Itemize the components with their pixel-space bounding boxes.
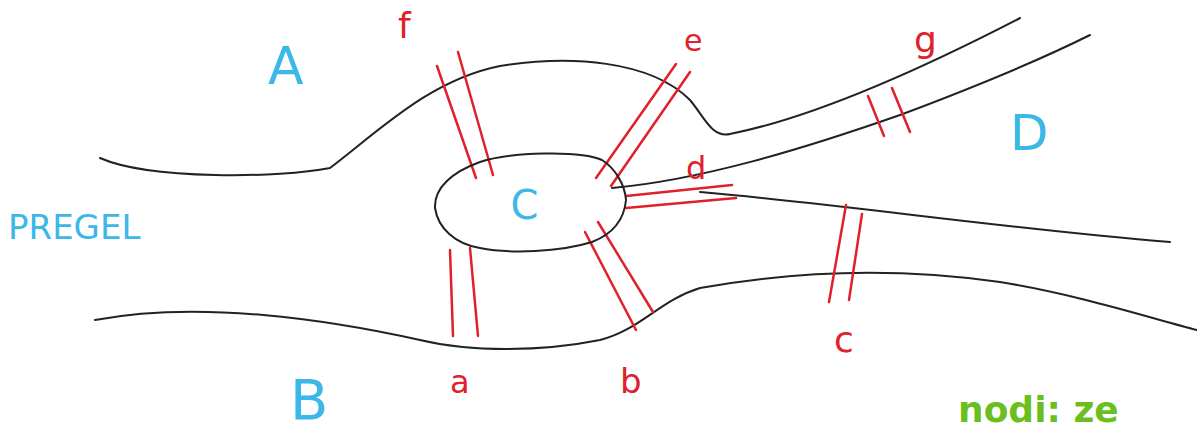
bridge-label: g [914, 22, 937, 58]
bridge-label: b [620, 364, 642, 398]
region-label: A [268, 40, 304, 92]
bridge-label: e [684, 26, 702, 56]
region-label: D [1010, 108, 1049, 158]
region-label: B [290, 372, 328, 428]
bridge-label: f [398, 8, 411, 44]
island-outline: C [430, 150, 635, 260]
region-label: C [511, 185, 539, 225]
bridge-label: d [686, 152, 706, 184]
river-name: PREGEL [8, 210, 140, 244]
bridge-label: a [450, 366, 470, 398]
bridge-label: c [834, 322, 854, 358]
note-text: nodi: ze [958, 392, 1119, 428]
